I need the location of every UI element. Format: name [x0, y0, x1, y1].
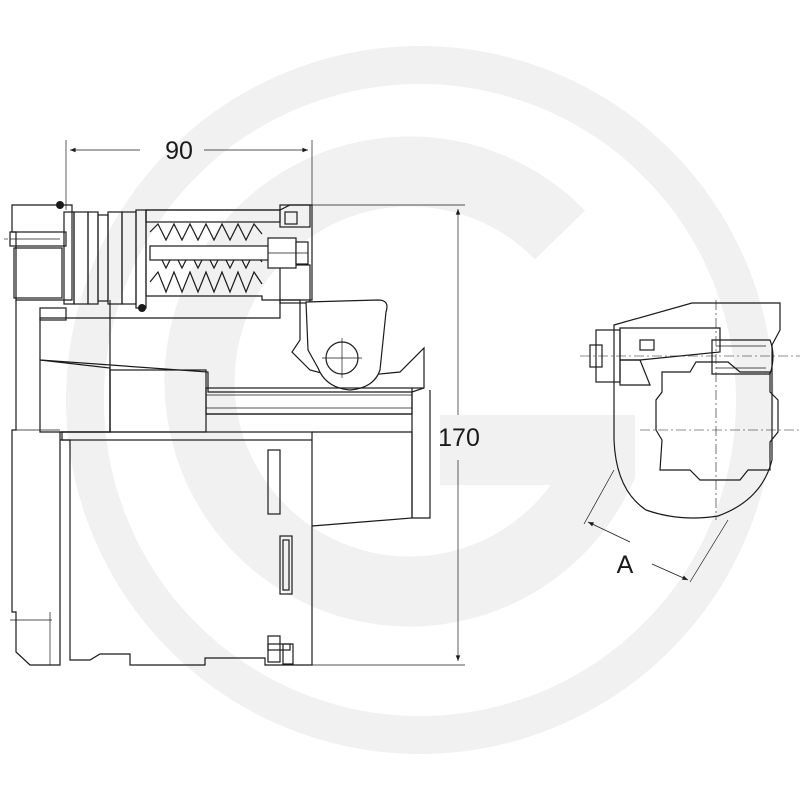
width-dimension-label: 90 [165, 137, 193, 165]
section-dimension-label: A [617, 551, 634, 579]
end-view [580, 300, 800, 520]
dimension-a: A [583, 469, 729, 583]
watermark-logo [66, 46, 774, 754]
main-section-view [4, 201, 431, 666]
dimension-width: 90 [65, 137, 313, 210]
dimension-height: 170 [312, 204, 480, 666]
spring-lower [149, 270, 263, 294]
height-dimension-label: 170 [438, 424, 480, 452]
